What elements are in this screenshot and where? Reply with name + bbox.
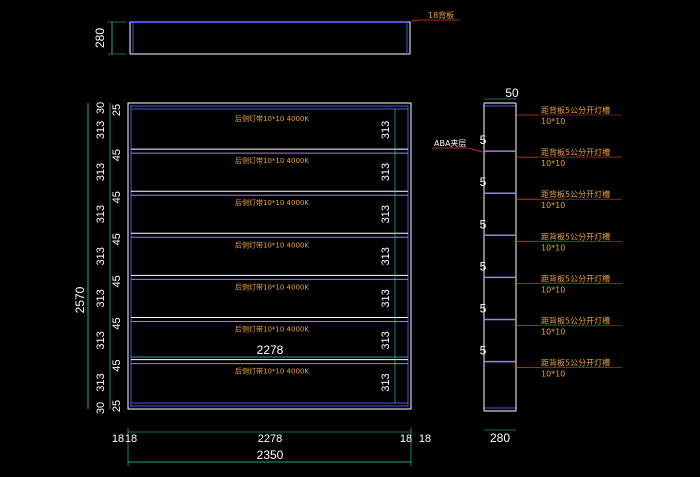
side-shelf-label: 5 (480, 217, 487, 231)
top-thickness-label: 30 (95, 102, 107, 114)
compartment-height-right: 313 (380, 373, 392, 391)
compartment-height-right: 313 (380, 331, 392, 349)
total-height-label: 2570 (73, 286, 87, 313)
bottom-side-left-b: 18 (125, 433, 137, 445)
compartment-height-right: 313 (380, 121, 392, 139)
shelf-thickness-label: 45 (111, 233, 123, 245)
side-shelf-label: 5 (480, 175, 487, 189)
overall-width-label: 2350 (257, 448, 284, 462)
left-dim-group: 45 45 45 45 45 45 313 313 313 313 313 313 313 30 25 30 2… (95, 102, 123, 414)
shelf-thickness-label: 45 (111, 149, 123, 161)
shelf-thickness-label: 45 (111, 359, 123, 371)
compartment-height-left: 313 (95, 205, 107, 223)
compartment-height-right: 313 (380, 289, 392, 307)
compartment-height-right: 313 (380, 247, 392, 265)
light-strip-note: 后侧灯带10*10 4000K (235, 198, 309, 207)
compartment-height-left: 313 (95, 247, 107, 265)
groove-size: 10*10 (541, 370, 565, 379)
bottom-side-right-a: 18 (400, 433, 412, 445)
compartment-height-right: 313 (380, 205, 392, 223)
shelf-thickness-label: 45 (111, 317, 123, 329)
bottom-side-right-b: 18 (419, 433, 431, 445)
light-strip-note: 后侧灯带10*10 4000K (235, 282, 309, 291)
light-strip-note: 后侧灯带10*10 4000K (235, 325, 309, 334)
side-top-label: 50 (505, 86, 519, 100)
compartment-height-left: 313 (95, 121, 107, 139)
side-shelf-label: 5 (480, 133, 487, 147)
compartment-height-left: 313 (95, 331, 107, 349)
groove-note-group: 距背板5公分开灯槽 10*10 距背板5公分开灯槽 10*10 距背板5公分开灯槽 10*… (516, 105, 622, 379)
top-view: 280 18背板 (93, 10, 460, 55)
bottom-inner-width: 2278 (258, 433, 282, 445)
shelf-group (131, 148, 408, 365)
light-strip-note: 后侧灯带10*10 4000K (235, 367, 309, 376)
groove-note: 距背板5公分开灯槽 (541, 189, 610, 199)
groove-note: 距背板5公分开灯槽 (541, 105, 610, 115)
side-shelf-label: 5 (480, 302, 487, 316)
compartment-height-left: 313 (95, 289, 107, 307)
side-shelf-label: 5 (480, 344, 487, 358)
light-strip-note: 后侧灯带10*10 4000K (235, 156, 309, 165)
light-strip-note: 后侧灯带10*10 4000K (235, 240, 309, 249)
side-depth-label: 280 (490, 431, 510, 445)
bottom-gap-label: 25 (111, 400, 123, 412)
top-gap-label: 25 (111, 104, 123, 116)
top-depth-label: 280 (93, 28, 107, 48)
compartment-height-left: 313 (95, 163, 107, 181)
groove-size: 10*10 (541, 117, 565, 126)
groove-size: 10*10 (541, 159, 565, 168)
groove-size: 10*10 (541, 243, 565, 252)
back-panel-note: 18背板 (428, 10, 454, 20)
groove-note: 距背板5公分开灯槽 (541, 316, 610, 326)
compartment-height-left: 313 (95, 373, 107, 391)
light-strip-note: 后侧灯带10*10 4000K (235, 114, 309, 123)
compartment-height-right: 313 (380, 163, 392, 181)
groove-note: 距背板5公分开灯槽 (541, 358, 610, 368)
bottom-side-left-a: 18 (112, 433, 124, 445)
groove-size: 10*10 (541, 328, 565, 337)
light-note-group: 后侧灯带10*10 4000K 后侧灯带10*10 4000K 后侧灯带10*10 … (235, 114, 309, 376)
groove-note: 距背板5公分开灯槽 (541, 273, 610, 283)
groove-note: 距背板5公分开灯槽 (541, 147, 610, 157)
front-view: 后侧灯带10*10 4000K 后侧灯带10*10 4000K 后侧灯带10*10 … (73, 102, 431, 466)
side-shelf-label: 5 (480, 259, 487, 273)
shelf-thickness-label: 45 (111, 191, 123, 203)
right-dim-group: 313 313 313 313 313 313 313 (380, 109, 396, 403)
side-shelf-group: 5 5 5 5 5 5 (480, 133, 516, 363)
inner-width-label: 2278 (257, 343, 284, 357)
shelf-thickness-label: 45 (111, 275, 123, 287)
groove-size: 10*10 (541, 201, 565, 210)
bottom-thickness-label: 30 (95, 402, 107, 414)
groove-size: 10*10 (541, 285, 565, 294)
aba-note: ABA夹层 (434, 138, 466, 148)
groove-note: 距背板5公分开灯槽 (541, 231, 610, 241)
